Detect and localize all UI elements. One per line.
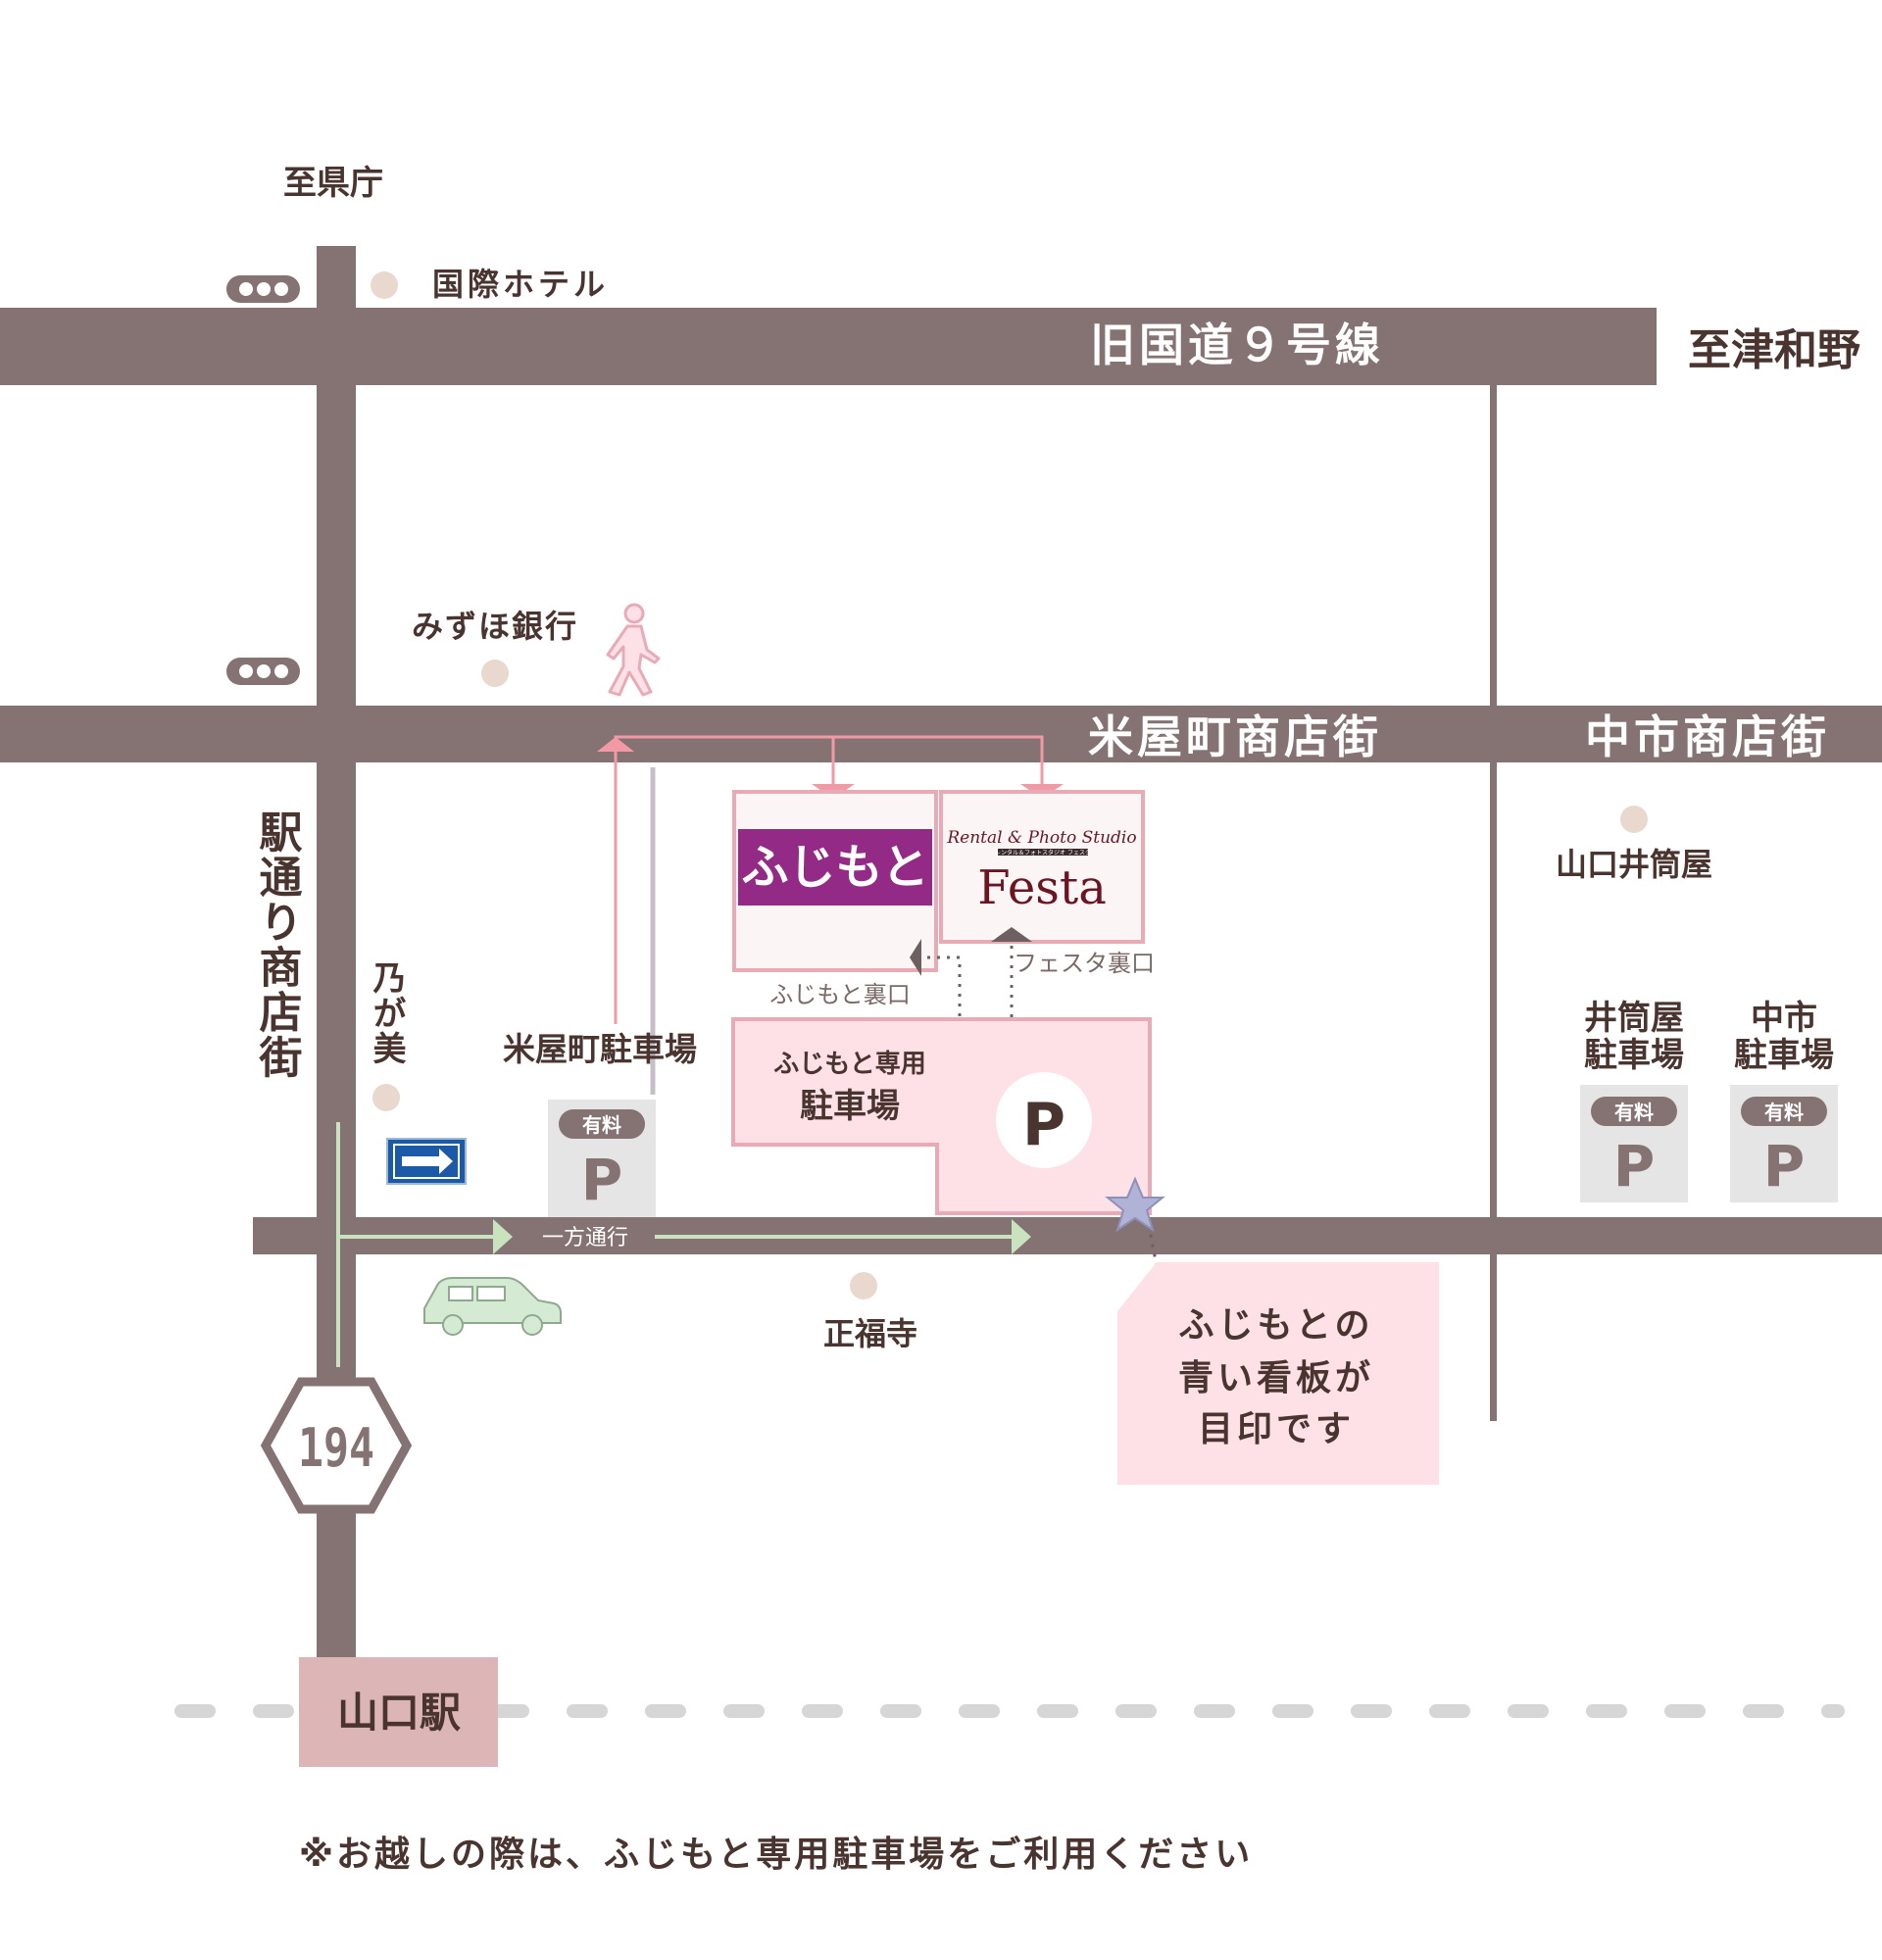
road-old-route9 bbox=[0, 308, 1657, 385]
fujimoto-back-door-arrow bbox=[910, 939, 921, 976]
one-way-arrowhead bbox=[1012, 1219, 1031, 1254]
svg-text:P: P bbox=[581, 1147, 623, 1213]
svg-text:有料: 有料 bbox=[582, 1113, 621, 1137]
one-way-arrowhead bbox=[493, 1219, 513, 1254]
traffic-light-icon bbox=[226, 275, 300, 303]
note-box bbox=[1117, 1262, 1439, 1485]
fujimoto-back-label: ふじもと裏口 bbox=[769, 981, 911, 1008]
note-line-1: ふじもとの bbox=[1179, 1305, 1374, 1346]
festa-sub-text: レンタル＆フォトスタジオ フェスタ bbox=[995, 849, 1091, 857]
to-prefecture-label: 至県庁 bbox=[283, 164, 383, 203]
parking-p-circle bbox=[996, 1072, 1092, 1168]
svg-text:有料: 有料 bbox=[1764, 1101, 1804, 1124]
nakaichi-parking-label-1: 中市 bbox=[1751, 999, 1817, 1038]
route-arrow-up bbox=[597, 737, 634, 752]
landmark-dot-icon bbox=[481, 660, 509, 687]
yamaguchi-station-label: 山口駅 bbox=[337, 1689, 461, 1737]
landmark-dot-icon bbox=[372, 1084, 400, 1111]
nogami-label: 乃が美 bbox=[367, 960, 406, 1066]
kokusai-hotel-label: 国際ホテル bbox=[432, 266, 609, 303]
yamaguchi-izutsuya-label: 山口井筒屋 bbox=[1556, 846, 1712, 883]
yamaguchi-station-box bbox=[299, 1657, 498, 1767]
landmark-dot-icon bbox=[850, 1272, 877, 1299]
walking-route bbox=[614, 735, 1044, 1024]
nakaichi-parking-label-2: 駐車場 bbox=[1734, 1036, 1834, 1075]
nakaichi-label: 中市商店街 bbox=[1585, 710, 1830, 763]
svg-text:有料: 有料 bbox=[1614, 1101, 1654, 1124]
one-way-label: 一方通行 bbox=[542, 1226, 628, 1250]
svg-text:P: P bbox=[1613, 1133, 1656, 1200]
route-194-sign: 194 bbox=[260, 1377, 413, 1514]
festa-back-label: フェスタ裏口 bbox=[1014, 950, 1155, 977]
festa-back-door-arrow bbox=[991, 927, 1032, 942]
star-icon bbox=[1105, 1176, 1165, 1233]
shofukuji-label: 正福寺 bbox=[823, 1315, 917, 1352]
komeyacho-parking-label: 米屋町駐車場 bbox=[503, 1030, 697, 1068]
fujimoto-parking-label-1: ふじもと専用 bbox=[773, 1050, 925, 1079]
landmark-dot-icon bbox=[371, 271, 398, 299]
izutsuya-parking-label-2: 駐車場 bbox=[1584, 1036, 1684, 1075]
fujimoto-parking-label-2: 駐車場 bbox=[800, 1087, 900, 1126]
road-one-way-street bbox=[253, 1217, 1882, 1254]
festa-top-text: Rental & Photo Studio bbox=[946, 828, 1136, 848]
komeyacho-paid-parking: 有料 P bbox=[548, 1100, 656, 1217]
traffic-light-icon bbox=[226, 658, 300, 685]
komeyacho-label: 米屋町商店街 bbox=[1088, 710, 1382, 763]
fujimoto-shop: ふじもと bbox=[732, 790, 938, 972]
note-line-2: 青い看板が bbox=[1178, 1358, 1374, 1398]
one-way-sign-icon bbox=[386, 1138, 467, 1185]
note-line-3: 目印です bbox=[1198, 1409, 1355, 1449]
mizuho-bank-label: みずほ銀行 bbox=[412, 608, 578, 645]
landmark-dot-icon bbox=[1620, 806, 1648, 833]
footer-note: ※お越しの際は、ふじもと専用駐車場をご利用ください bbox=[299, 1835, 1253, 1875]
old-route9-label: 旧国道９号線 bbox=[1090, 318, 1384, 371]
ekidori-label: 駅通り商店街 bbox=[252, 809, 304, 1080]
one-way-arrows bbox=[336, 1122, 1012, 1367]
road-east-lane bbox=[1490, 385, 1497, 1421]
festa-logo: Festa bbox=[977, 860, 1107, 915]
car-icon bbox=[423, 1277, 562, 1336]
fujimoto-logo: ふじもと bbox=[741, 840, 928, 895]
to-tsuwano-label: 至津和野 bbox=[1688, 325, 1860, 375]
route-number: 194 bbox=[298, 1417, 374, 1479]
izutsuya-paid-parking: 有料 P bbox=[1580, 1085, 1688, 1202]
pedestrian-icon bbox=[606, 603, 661, 697]
road-komeyacho bbox=[0, 706, 1882, 762]
fujimoto-blue-sign bbox=[738, 829, 932, 906]
nakaichi-paid-parking: 有料 P bbox=[1730, 1085, 1838, 1202]
svg-text:P: P bbox=[1763, 1133, 1806, 1200]
izutsuya-parking-label-1: 井筒屋 bbox=[1584, 999, 1684, 1038]
roads bbox=[0, 246, 1882, 1667]
festa-shop: Rental & Photo Studio レンタル＆フォトスタジオ フェスタ … bbox=[939, 790, 1145, 944]
fujimoto-parking-p: P bbox=[1022, 1091, 1065, 1159]
